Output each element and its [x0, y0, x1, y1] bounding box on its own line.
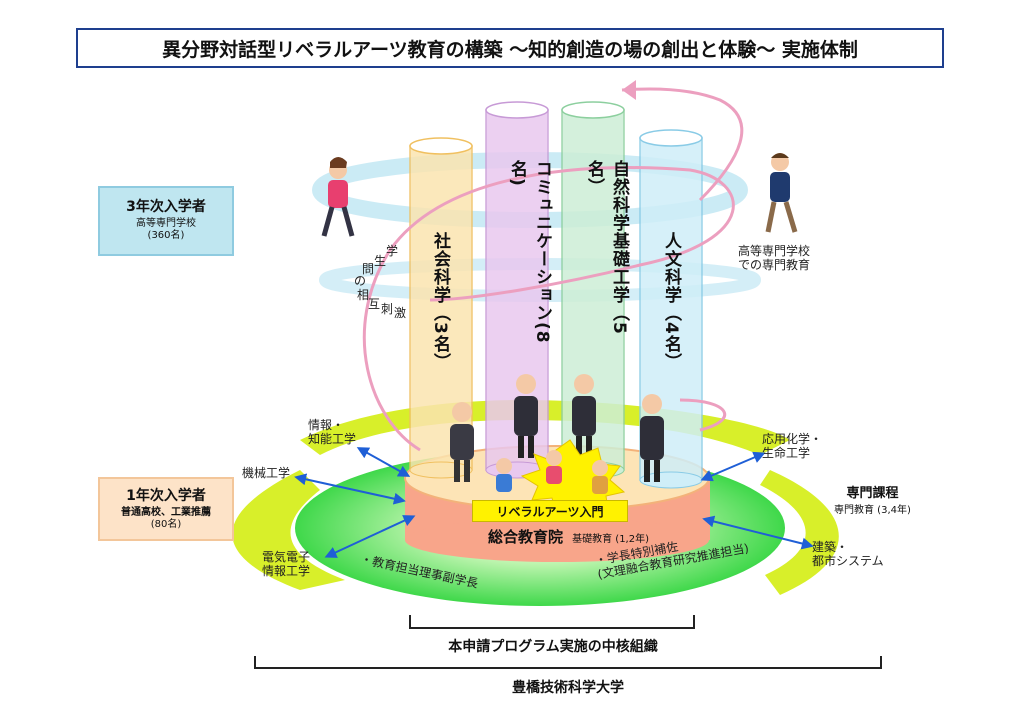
pillar-label-communication: コミュニケーション(8名) [507, 160, 552, 344]
field-arch-line1: 建築・ [812, 540, 849, 554]
liberal-arts-intro-label: リベラルアーツ入門 [472, 500, 628, 522]
field-electrical: 電気電子 情報工学 [262, 550, 310, 578]
entry-3rd-year-heading: 3年次入学者 [126, 199, 206, 215]
kosen-education-label: 高等専門学校 での専門教育 [738, 244, 810, 272]
arrow-arch [702, 515, 814, 550]
institute-name: 総合教育院 [488, 528, 564, 546]
entry-3rd-year-source: 高等専門学校 [136, 218, 196, 229]
institute-sub: 基礎教育 (1,2年) [572, 534, 649, 545]
entry-1st-year-heading: 1年次入学者 [126, 488, 206, 504]
field-mech-line1: 機械工学 [242, 466, 291, 480]
field-elec-line1: 電気電子 [262, 550, 311, 564]
field-info-line1: 情報・ [308, 418, 345, 432]
field-architecture: 建築・ 都市システム [812, 540, 884, 568]
arrow-info [356, 447, 411, 477]
field-chem-line2: 生命工学 [762, 446, 811, 460]
stimulus-char-2: 生 [374, 254, 387, 268]
arrow-elec [324, 515, 416, 558]
general-education-institute: 総合教育院 基礎教育 (1,2年) [488, 526, 649, 547]
page-title: 異分野対話型リベラルアーツ教育の構築 〜知的創造の場の創出と体験〜 実施体制 [76, 28, 944, 68]
kosen-label-line2: での専門教育 [738, 258, 811, 272]
field-elec-line2: 情報工学 [262, 564, 311, 578]
university-name: 豊橋技術科学大学 [512, 680, 624, 696]
pillar-social-science [409, 137, 473, 479]
university-bracket [254, 656, 882, 669]
core-organization-label: 本申請プログラム実施の中核組織 [448, 639, 658, 655]
field-info-intelligence: 情報・ 知能工学 [308, 418, 356, 446]
field-applied-chemistry: 応用化学・ 生命工学 [762, 432, 822, 460]
arrow-chem [700, 451, 766, 482]
entry-3rd-year-box: 3年次入学者 高等専門学校 (360名) [98, 186, 234, 256]
entry-1st-year-box: 1年次入学者 普通高校、工業推薦 (80名) [98, 477, 234, 541]
spiral-arrow-lower [679, 398, 726, 432]
walking-student-left-icon [321, 157, 355, 237]
field-mechanical: 機械工学 [242, 466, 290, 480]
arrow-mech [294, 473, 406, 505]
stimulus-char-3: 問 [362, 262, 375, 276]
spiral-arrow-head [622, 80, 636, 100]
kosen-label-line1: 高等専門学校 [738, 244, 811, 258]
spiral-arrow [362, 166, 735, 452]
core-bracket [409, 615, 695, 629]
base-cylinder [404, 445, 710, 562]
entry-3rd-year-count: (360名) [147, 230, 185, 241]
stimulus-char-6: 互 [368, 297, 381, 311]
specialty-heading: 専門課程 [846, 486, 899, 501]
stimulus-char-8: 激 [394, 306, 407, 320]
spiral-arrow-upper [621, 87, 744, 202]
pillar-label-humanities: 人文科学（4名） [661, 232, 681, 371]
entry-1st-year-source: 普通高校、工業推薦 [121, 507, 211, 518]
field-info-line2: 知能工学 [308, 432, 357, 446]
specialty-sub: 専門教育 (3,4年) [834, 505, 911, 516]
field-arch-line2: 都市システム [812, 554, 884, 568]
faculty-figures-icon [450, 374, 664, 482]
entry-1st-year-count: (80名) [150, 519, 182, 530]
stimulus-char-1: 学 [386, 244, 399, 258]
idea-starburst-icon [496, 439, 626, 517]
stimulus-char-5: 相 [357, 288, 370, 302]
field-chem-line1: 応用化学・ [762, 432, 823, 446]
specialty-course: 専門課程 専門教育 (3,4年) [834, 482, 911, 516]
stimulus-char-7: 刺 [381, 302, 394, 316]
pillar-label-social-science: 社会科学（3名） [430, 232, 450, 371]
pillar-label-natural-science: 自然科学基礎工学（5名） [584, 160, 629, 335]
stimulus-char-4: の [354, 274, 367, 288]
walking-student-right-icon [765, 153, 798, 233]
